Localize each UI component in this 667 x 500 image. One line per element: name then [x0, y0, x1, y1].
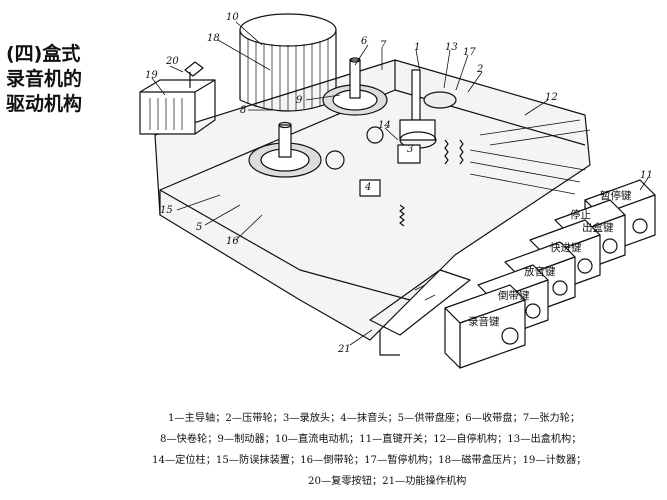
legend-line-2: 8—快卷轮；9—制动器；10—直流电动机；11—直键开关；12—自停机构；13—…: [160, 434, 582, 445]
gear-small-1: [325, 150, 345, 170]
key-label-record: 录音键: [468, 315, 500, 328]
callout-12: 12: [545, 92, 558, 103]
diagram-title: (四)盒式 录音机的 驱动机构: [6, 42, 82, 117]
tape-counter: [139, 79, 216, 135]
callout-6: 6: [361, 36, 368, 47]
callout-4: 4: [364, 182, 371, 193]
chassis-plate: [154, 59, 591, 341]
callout-8: 8: [240, 105, 246, 116]
key-label-pause: 暂停键: [600, 189, 632, 202]
key-label-stop: 停止: [570, 208, 591, 221]
title-line-1: (四)盒式: [6, 43, 81, 65]
callout-17: 17: [463, 47, 476, 58]
capstan-assembly: [399, 69, 457, 149]
callout-20: 20: [165, 56, 179, 67]
callout-19: 19: [145, 70, 158, 81]
callout-21: 21: [337, 344, 351, 355]
reset-knob: [184, 61, 204, 88]
callout-labels: 10 18 20 19 6 7 1 13 17 2 9 8 12 11 14 3…: [145, 12, 653, 355]
callout-5: 5: [196, 222, 202, 233]
callout-3: 3: [407, 144, 413, 155]
function-linkage: [369, 269, 471, 356]
legend-line-3: 14—定位柱；15—防误抹装置；16—倒带轮；17—暂停机构；18—磁带盒压片；…: [152, 455, 587, 466]
supply-reel: [248, 121, 322, 178]
callout-11: 11: [640, 170, 653, 181]
callout-9: 9: [296, 95, 303, 106]
legend-line-4: 20—复零按钮；21—功能操作机构: [308, 476, 467, 487]
callout-14: 14: [378, 120, 391, 131]
legend-line-1: 1—主导轴；2—压带轮；3—录放头；4—抹音头；5—供带盘座；6—收带盘；7—张…: [168, 413, 581, 424]
dc-motor: [239, 13, 337, 112]
callout-7: 7: [380, 40, 387, 51]
callout-13: 13: [445, 42, 458, 53]
parts-legend: 1—主导轴；2—压带轮；3—录放头；4—抹音头；5—供带盘座；6—收带盘；7—张…: [150, 408, 667, 492]
callout-18: 18: [207, 33, 220, 44]
title-line-3: 驱动机构: [6, 93, 83, 115]
key-block: [444, 179, 656, 369]
erase-head: [359, 179, 381, 197]
gear-small-2: [366, 126, 384, 144]
callout-15: 15: [160, 205, 173, 216]
title-line-2: 录音机的: [6, 68, 83, 90]
key-label-rewind: 倒带键: [498, 289, 530, 302]
key-labels: 暂停键 停止 出盒键 快进键 放音键 倒带键 录音键: [468, 189, 632, 328]
take-up-reel: [322, 57, 388, 116]
key-label-ffwd: 快进键: [550, 241, 582, 254]
callout-10: 10: [226, 12, 239, 23]
key-label-eject: 出盒键: [582, 221, 614, 234]
callout-16: 16: [226, 236, 239, 247]
key-label-play: 放音键: [524, 265, 556, 278]
callout-2: 2: [476, 64, 483, 75]
record-head: [397, 144, 421, 164]
callout-1: 1: [414, 42, 420, 53]
